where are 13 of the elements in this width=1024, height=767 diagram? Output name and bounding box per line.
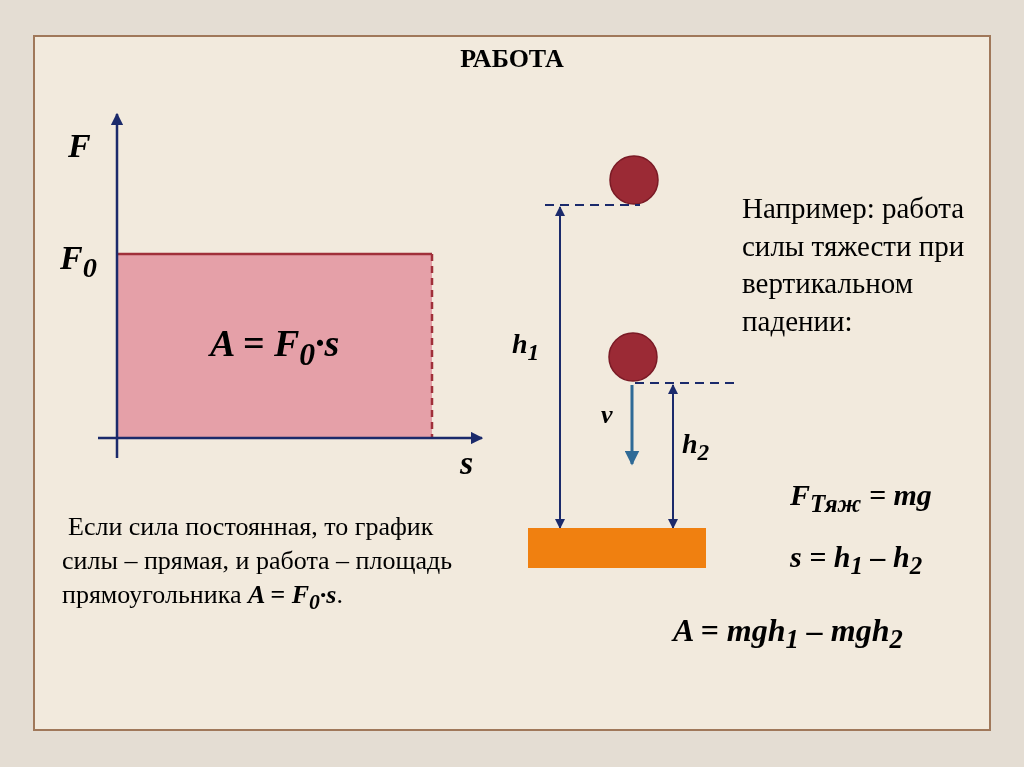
dimension-label: h$_{1}$	[512, 328, 540, 366]
axis-label: s	[460, 443, 474, 483]
note-text: Если сила постоянная, то график силы – прямая, и работа – площадь прямоугольника A = F$_{0}$·s.	[62, 511, 454, 616]
dimension-label: h$_{2}$	[682, 428, 710, 466]
formula: A = mgh$_{1}$ – mgh$_{2}$	[673, 612, 903, 656]
note-text: Например: работа силы тяжести при вертикальном падении:	[742, 191, 966, 340]
axis-label: F$_{0}$	[60, 238, 97, 285]
velocity-label: v	[601, 400, 613, 430]
formula: A = F$_{0}$·s	[210, 322, 340, 373]
title: РАБОТА	[459, 44, 565, 74]
axis-label: F	[68, 126, 91, 166]
formula: F$_{Тяж}$ = mg	[790, 478, 932, 519]
formula: s = h$_{1}$ – h$_{2}$	[790, 540, 923, 581]
